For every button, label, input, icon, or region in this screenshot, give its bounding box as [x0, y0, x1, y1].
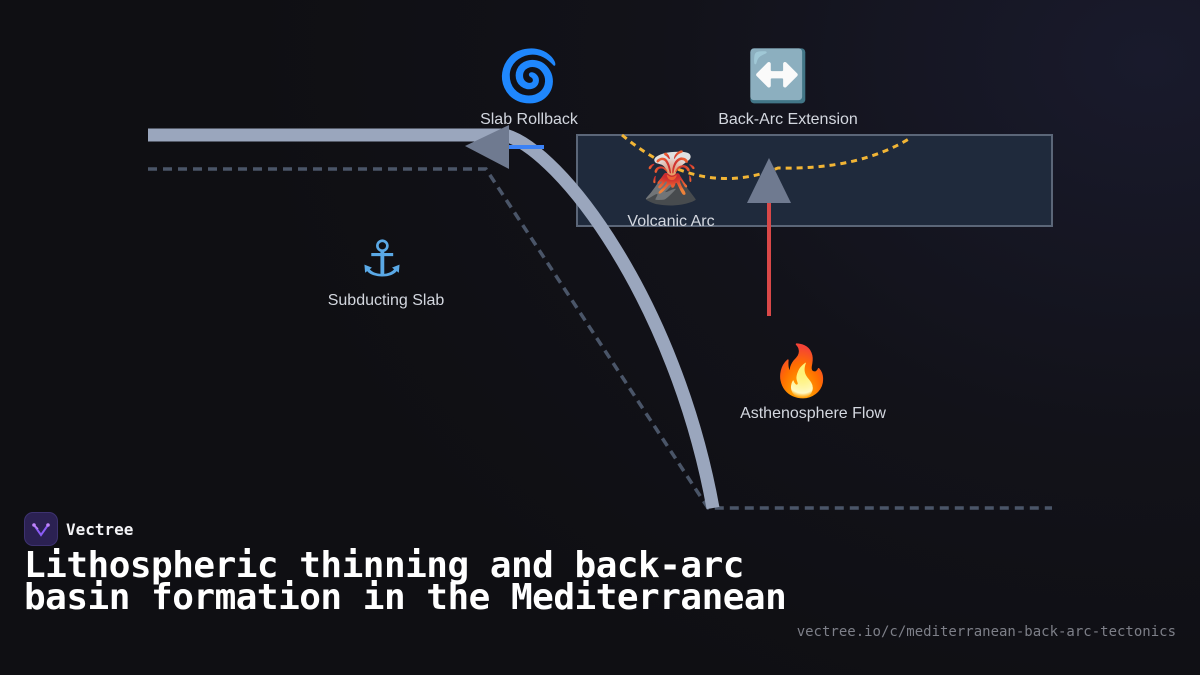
brand: Vectree [24, 512, 133, 546]
volcano-icon: 🌋 [640, 149, 702, 207]
back-arc-basin-box [576, 134, 1053, 227]
brand-name: Vectree [66, 519, 134, 539]
subducting-slab-label: Subducting Slab [328, 292, 445, 309]
asthenosphere-flow-label: Asthenosphere Flow [740, 405, 886, 422]
page-title: Lithospheric thinning and back-arc basin… [24, 545, 787, 618]
anchor-icon: ⚓ [360, 230, 405, 288]
volcanic-arc-label: Volcanic Arc [627, 213, 714, 230]
left-right-arrow-icon: ↔️ [747, 47, 809, 105]
subducting-slab-line [148, 128, 720, 510]
back-arc-extension-label: Back-Arc Extension [718, 111, 858, 128]
fire-icon: 🔥 [771, 342, 833, 400]
vectree-logo-icon [24, 512, 58, 546]
rollback-arrow-head [465, 125, 509, 169]
upwelling-arrow-head [747, 158, 791, 203]
slab-rollback-label: Slab Rollback [480, 111, 579, 128]
source-url: vectree.io/c/mediterranean-back-arc-tect… [796, 624, 1176, 640]
cyclone-icon: 🌀 [498, 46, 560, 105]
previous-slab-outline [148, 167, 1052, 510]
extension-curve [621, 133, 913, 180]
